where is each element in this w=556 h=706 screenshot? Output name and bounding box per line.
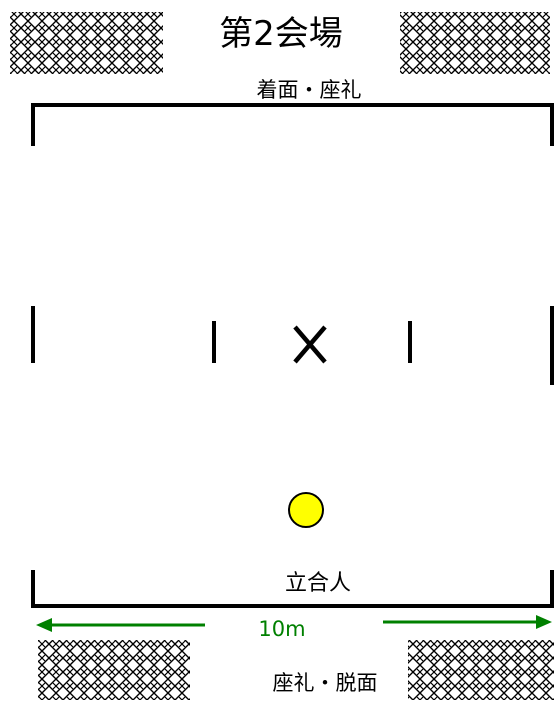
bottom-position-label: 座礼・脱面 (272, 671, 378, 695)
dimension-arrow-right (383, 615, 552, 629)
x-mark-icon (293, 325, 327, 364)
hatched-area-top-right (400, 12, 550, 74)
court-boundary-top (31, 103, 554, 146)
hatched-area-bottom-right (408, 640, 554, 700)
top-position-label: 着面・座礼 (256, 78, 362, 102)
dimension-arrow-left (36, 618, 205, 632)
hatched-area-top-left (10, 12, 163, 74)
hatched-area-bottom-left (38, 640, 190, 700)
court-boundary-bottom (31, 570, 554, 608)
venue-title: 第2会場 (219, 14, 343, 54)
referee-label: 立合人 (284, 571, 352, 596)
referee-marker-icon (288, 492, 324, 528)
dimension-label: 10m (258, 617, 306, 641)
